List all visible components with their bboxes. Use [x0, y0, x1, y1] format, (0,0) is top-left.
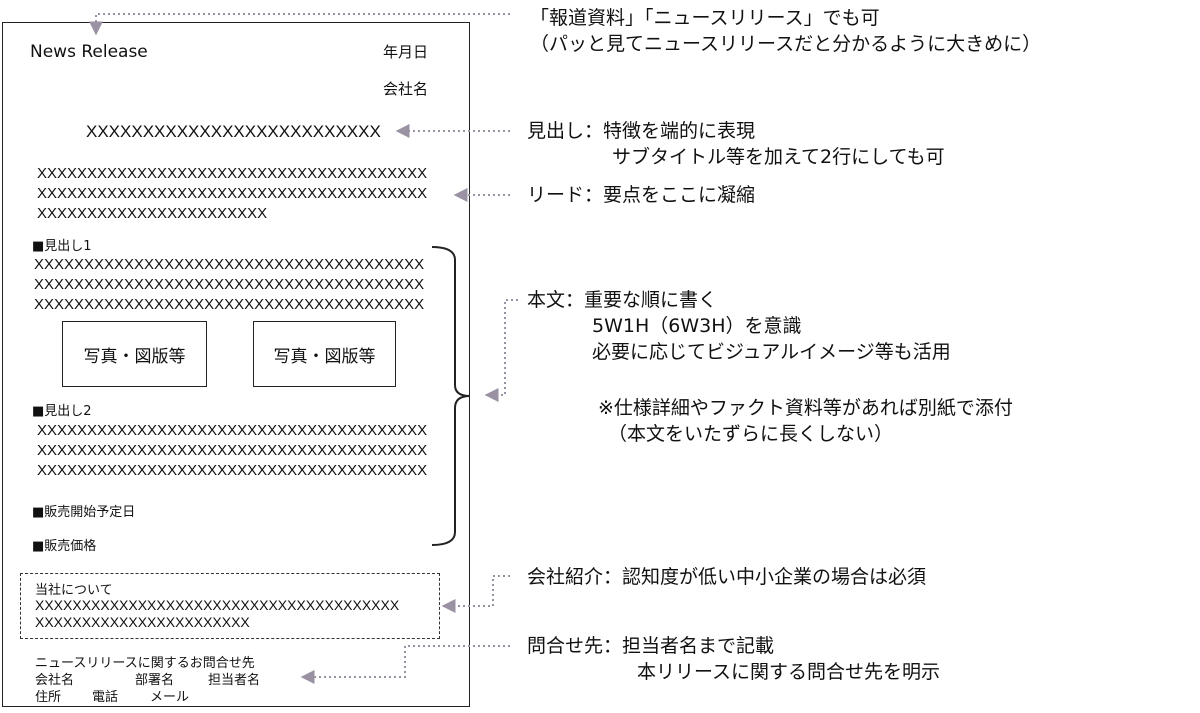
- release-lead: XXXXXXXXXXXXXXXXXXXXXXXXXXXXXXXXXXXXXXX …: [37, 164, 427, 224]
- note-line: （本文をいたずらに長くしない）: [608, 423, 894, 445]
- body-line: XXXXXXXXXXXXXXXXXXXXXXXXXXXXXXXXXXXXXXX: [37, 422, 428, 439]
- about-line: XXXXXXXXXXXXXXXXXXXXXXX: [35, 614, 250, 630]
- body-annotation-label: 本文：重要な順に書く: [527, 289, 718, 311]
- title-connector-arrow: [89, 13, 510, 36]
- note-line: 「報道資料」「ニュースリリース」でも可: [530, 7, 880, 29]
- section2-body: XXXXXXXXXXXXXXXXXXXXXXXXXXXXXXXXXXXXXXX …: [37, 421, 427, 481]
- body-connector-arrow: [484, 299, 518, 402]
- price-heading: ■販売価格: [32, 539, 97, 554]
- contact-dept: 部署名: [135, 673, 175, 688]
- body-line: XXXXXXXXXXXXXXXXXXXXXXXXXXXXXXXXXXXXXXX: [34, 276, 425, 293]
- contact-connector-arrow: [300, 645, 510, 684]
- company-annotation: 会社紹介：認知度が低い中小企業の場合は必須: [527, 566, 927, 588]
- note-line: ※仕様詳細やファクト資料等があれば別紙で添付: [598, 397, 1013, 419]
- photo-placeholder-2: 写真・図版等: [253, 321, 396, 387]
- contact-annotation-sub: 本リリースに関する問合せ先を明示: [637, 661, 941, 683]
- sale-date-heading: ■販売開始予定日: [32, 505, 136, 520]
- about-heading: 当社について: [35, 583, 113, 598]
- lead-line: XXXXXXXXXXXXXXXXXXXXXXXXXXXXXXXXXXXXXXX: [37, 185, 428, 202]
- company-connector-arrow: [441, 575, 510, 613]
- release-headline: XXXXXXXXXXXXXXXXXXXXXXXXXX: [86, 122, 381, 141]
- release-title: News Release: [30, 42, 148, 62]
- photo-placeholder-1: 写真・図版等: [62, 321, 207, 387]
- about-body: XXXXXXXXXXXXXXXXXXXXXXXXXXXXXXXXXXXXXXX …: [35, 597, 399, 631]
- release-date: 年月日: [383, 43, 429, 61]
- lead-line: XXXXXXXXXXXXXXXXXXXXXXX: [37, 205, 268, 222]
- about-company-box: [20, 573, 440, 639]
- section1-body: XXXXXXXXXXXXXXXXXXXXXXXXXXXXXXXXXXXXXXX …: [34, 255, 424, 315]
- body-line: XXXXXXXXXXXXXXXXXXXXXXXXXXXXXXXXXXXXXXX: [34, 296, 425, 313]
- body-annotation-line3: 必要に応じてビジュアルイメージ等も活用: [592, 341, 951, 363]
- lead-line: XXXXXXXXXXXXXXXXXXXXXXXXXXXXXXXXXXXXXXX: [37, 165, 428, 182]
- release-document: [2, 22, 470, 707]
- headline-annotation-label: 見出し：特徴を端的に表現: [527, 120, 756, 142]
- body-line: XXXXXXXXXXXXXXXXXXXXXXXXXXXXXXXXXXXXXXX: [34, 256, 425, 273]
- contact-company: 会社名: [35, 673, 75, 688]
- contact-address: 住所: [35, 690, 62, 705]
- lead-annotation: リード：要点をここに凝縮: [527, 184, 756, 206]
- body-line: XXXXXXXXXXXXXXXXXXXXXXXXXXXXXXXXXXXXXXX: [37, 442, 428, 459]
- contact-mail: メール: [150, 690, 190, 705]
- body-annotation-line2: 5W1H（6W3H）を意識: [592, 315, 802, 337]
- appendix-annotation: ※仕様詳細やファクト資料等があれば別紙で添付 （本文をいたずらに長くしない）: [598, 395, 1013, 447]
- section2-heading: ■見出し2: [32, 404, 92, 419]
- title-annotation: 「報道資料」「ニュースリリース」でも可 （パッと見てニュースリリースだと分かるよ…: [530, 5, 1041, 57]
- release-company: 会社名: [383, 80, 429, 98]
- body-bracket: [431, 246, 471, 546]
- body-line: XXXXXXXXXXXXXXXXXXXXXXXXXXXXXXXXXXXXXXX: [37, 462, 428, 479]
- about-line: XXXXXXXXXXXXXXXXXXXXXXXXXXXXXXXXXXXXXXX: [35, 597, 400, 613]
- contact-phone: 電話: [92, 690, 119, 705]
- headline-annotation-sub: サブタイトル等を加えて2行にしても可: [612, 146, 945, 168]
- section1-heading: ■見出し1: [32, 239, 92, 254]
- contact-person: 担当者名: [208, 673, 261, 688]
- contact-annotation-label: 問合せ先：担当者名まで記載: [527, 635, 775, 657]
- note-line: （パッと見てニュースリリースだと分かるように大きめに）: [530, 33, 1042, 55]
- contact-heading: ニュースリリースに関するお問合せ先: [35, 656, 255, 671]
